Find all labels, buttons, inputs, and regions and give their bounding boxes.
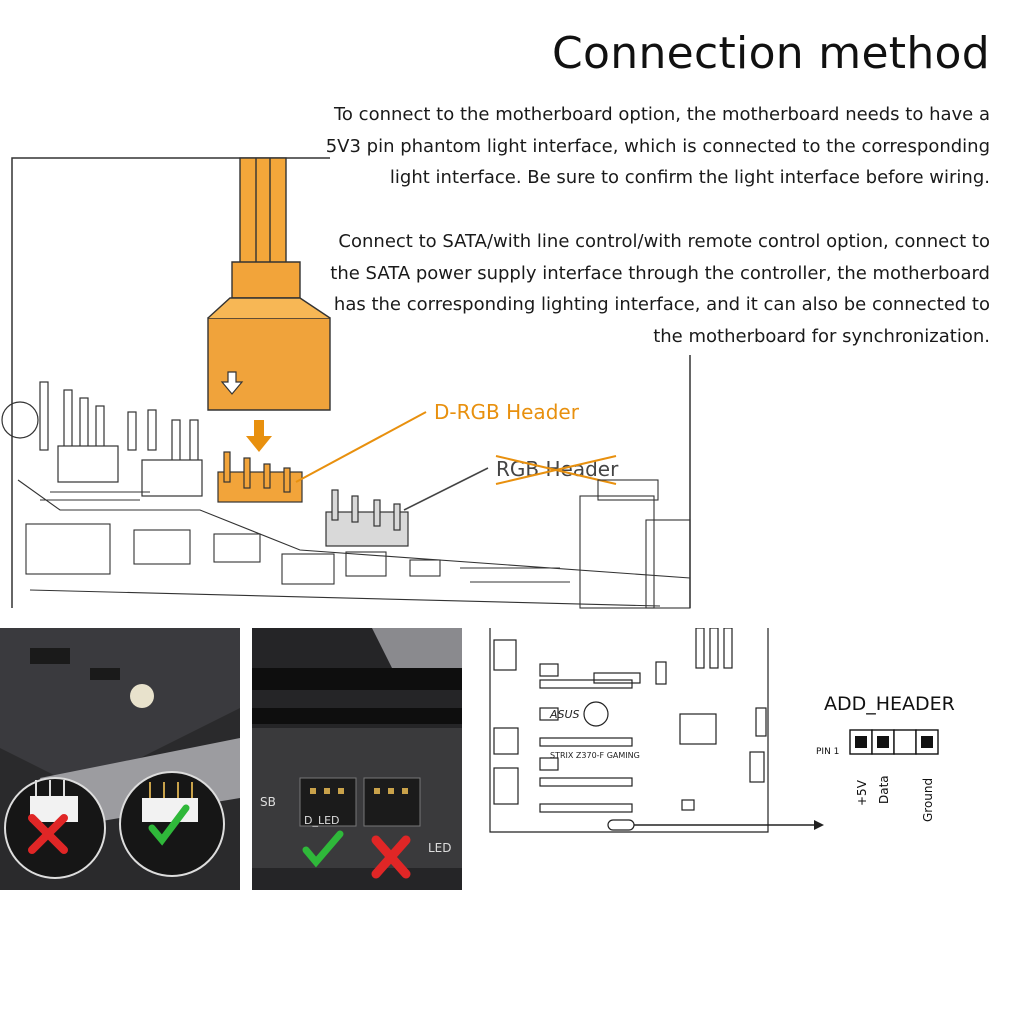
board-model-label: STRIX Z370-F GAMING [550,751,640,760]
drgb-header-label: D-RGB Header [434,400,580,424]
sata-instructions: Connect to SATA/with line control/with r… [330,231,990,347]
correct-check-icon [148,804,190,846]
photo-header-comparison-1 [0,628,240,890]
pin1-label: PIN 1 [816,747,839,757]
sb-label: SB [260,795,276,809]
pin-label-5v: +5V [855,779,869,806]
pin-label-ground: Ground [921,778,935,822]
motherboard-instructions: To connect to the motherboard option, th… [325,104,990,188]
page-title: Connection method [552,28,990,79]
photo-header-comparison-2: SB D_LED LED [252,628,462,890]
motherboard-layout: ASUS STRIX Z370-F GAMING [489,628,824,833]
wrong-x-icon [28,814,68,854]
board-brand-label: ASUS [549,708,580,721]
led-label: LED [428,841,452,855]
correct-check-icon [302,830,344,868]
add-header-title: ADD_HEADER [824,693,955,715]
pin-label-data: Data [877,775,891,804]
connection-diagram: D-RGB Header RGB Header [1,157,691,609]
add-header-pinout: ADD_HEADER PIN 1 +5V Data Ground [816,693,955,822]
wrong-x-icon [371,835,411,879]
dled-label: D_LED [304,814,340,827]
